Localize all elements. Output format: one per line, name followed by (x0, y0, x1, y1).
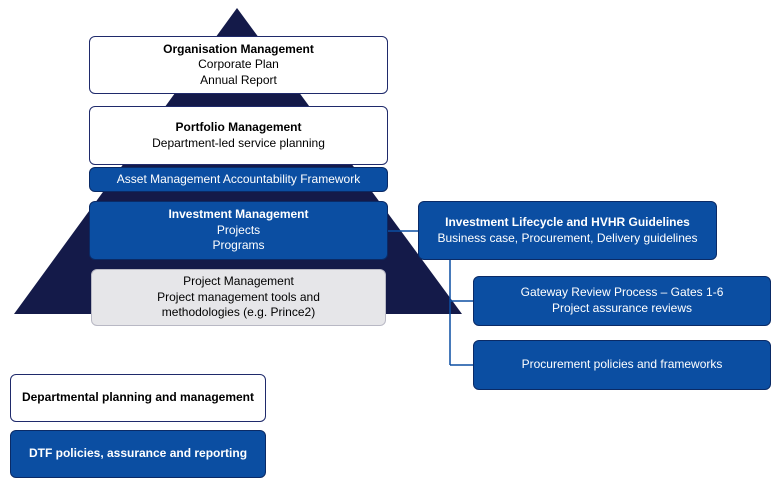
service-planning-text: Department-led service planning (152, 135, 325, 150)
project-tools-text: Project management tools and (157, 289, 320, 304)
investment-lifecycle-box: Investment Lifecycle and HVHR Guidelines… (418, 201, 717, 260)
project-management-box: Project Management Project management to… (91, 269, 386, 326)
programs-text: Programs (212, 238, 265, 253)
gateway-review-title: Gateway Review Process – Gates 1-6 (520, 285, 724, 300)
investment-management-title: Investment Management (168, 207, 309, 222)
procurement-policies-box: Procurement policies and frameworks (473, 340, 771, 390)
portfolio-management-title: Portfolio Management (175, 119, 302, 134)
organisation-management-box: Organisation Management Corporate Plan A… (89, 36, 388, 94)
legend-departmental-label: Departmental planning and management (21, 390, 255, 405)
annual-report-text: Annual Report (200, 72, 277, 87)
project-assurance-text: Project assurance reviews (551, 301, 693, 315)
portfolio-management-box: Portfolio Management Department-led serv… (89, 106, 388, 165)
project-methodologies-text: methodologies (e.g. Prince2) (161, 305, 316, 320)
asset-framework-label: Asset Management Accountability Framewor… (116, 171, 361, 186)
project-management-title: Project Management (183, 274, 294, 289)
legend-dtf-label: DTF policies, assurance and reporting (28, 446, 248, 461)
asset-framework-box: Asset Management Accountability Framewor… (89, 167, 388, 192)
investment-lifecycle-subtitle: Business case, Procurement, Delivery gui… (437, 230, 698, 245)
legend-departmental: Departmental planning and management (10, 374, 266, 422)
projects-text: Projects (216, 222, 261, 237)
procurement-policies-label: Procurement policies and frameworks (521, 357, 723, 372)
investment-lifecycle-title: Investment Lifecycle and HVHR Guidelines (445, 214, 690, 229)
corporate-plan-text: Corporate Plan (198, 57, 279, 72)
organisation-management-title: Organisation Management (163, 41, 314, 56)
investment-management-box: Investment Management Projects Programs (89, 201, 388, 260)
gateway-review-box: Gateway Review Process – Gates 1-6 Proje… (473, 276, 771, 326)
legend-dtf: DTF policies, assurance and reporting (10, 430, 266, 478)
